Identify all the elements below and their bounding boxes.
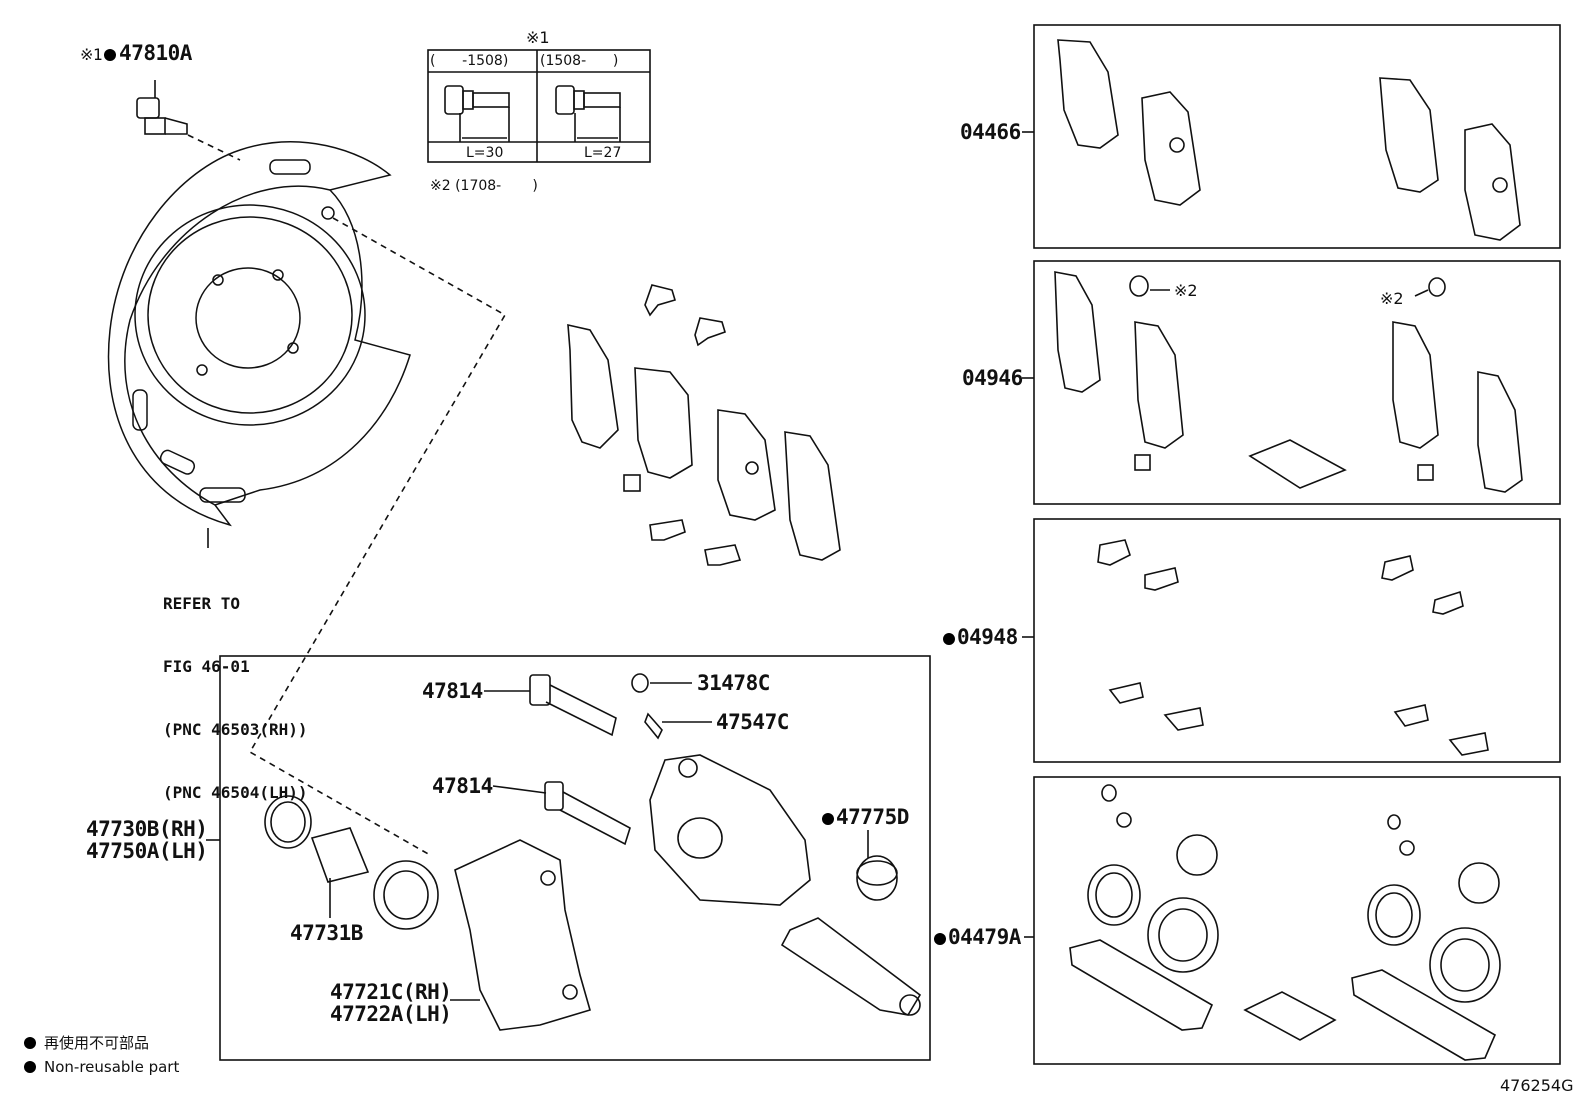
refer-block: REFER TO FIG 46-01 (PNC 46503(RH)) (PNC … bbox=[163, 551, 308, 824]
table-col1-length: L=30 bbox=[466, 145, 504, 161]
caliper-assembly-box bbox=[219, 655, 931, 1061]
kit-label-04946: 04946 bbox=[962, 366, 1023, 390]
kit-04466-drawing bbox=[1057, 39, 1521, 241]
part-label-mounting-lh: 47722A(LH) bbox=[330, 1002, 452, 1026]
legend-en: Non-reusable part bbox=[24, 1058, 179, 1076]
refer-line1: REFER TO bbox=[163, 594, 241, 613]
nonreusable-dot bbox=[934, 933, 946, 945]
part-label-47810A: ※1 47810A bbox=[80, 42, 192, 66]
legend-text: Non-reusable part bbox=[44, 1058, 180, 1076]
kit-code: 04948 bbox=[957, 625, 1018, 649]
note-2: ※2 (1708- ) bbox=[430, 178, 538, 194]
kit2-mark-right: ※2 bbox=[1380, 289, 1404, 308]
part-label-47547C: 47547C bbox=[716, 710, 789, 734]
nonreusable-dot bbox=[822, 813, 834, 825]
part-label-47775D: 47775D bbox=[822, 806, 909, 828]
part-number: 47775D bbox=[836, 805, 909, 829]
part-label-47814-lower: 47814 bbox=[432, 774, 493, 798]
kit2-mark-left: ※2 bbox=[1174, 281, 1198, 300]
part-label-caliper-lh: 47750A(LH) bbox=[86, 839, 208, 863]
table-bolt-2 bbox=[555, 85, 621, 142]
legend-dot bbox=[24, 1061, 36, 1073]
kit-04479A-drawing bbox=[1069, 784, 1501, 1061]
refer-line2: FIG 46-01 bbox=[163, 657, 250, 676]
kit-box-04946 bbox=[1033, 260, 1561, 505]
part-number: 47810A bbox=[119, 41, 192, 65]
legend-jp: 再使用不可部品 bbox=[24, 1032, 149, 1053]
center-pads-drawing bbox=[567, 284, 841, 566]
part-label-mounting-rh: 47721C(RH) bbox=[330, 980, 452, 1004]
dust-cover-drawing bbox=[107, 141, 411, 527]
caliper-parts-drawing bbox=[264, 673, 922, 1031]
part-label-47731B: 47731B bbox=[290, 921, 363, 945]
diagram-id: 476254G bbox=[1500, 1076, 1574, 1095]
part-label-47814-upper: 47814 bbox=[422, 679, 483, 703]
kit-04948-drawing bbox=[1097, 539, 1489, 756]
kit-box-04466 bbox=[1033, 24, 1561, 249]
nonreusable-dot bbox=[104, 49, 117, 61]
legend-text: 再使用不可部品 bbox=[44, 1034, 150, 1052]
kit-box-04479A bbox=[1033, 776, 1561, 1065]
bolt-prefix: ※1 bbox=[80, 45, 103, 64]
table-col2-length: L=27 bbox=[584, 145, 622, 161]
refer-line4: (PNC 46504(LH)) bbox=[163, 783, 308, 802]
bolt-47810A-drawing bbox=[136, 97, 188, 135]
part-label-caliper-rh: 47730B(RH) bbox=[86, 817, 208, 841]
refer-line3: (PNC 46503(RH)) bbox=[163, 720, 308, 739]
bolt-table bbox=[427, 49, 651, 163]
nonreusable-dot bbox=[943, 633, 955, 645]
table-col1-header: ( -1508) bbox=[430, 53, 509, 69]
part-label-31478C: 31478C bbox=[697, 671, 770, 695]
kit-box-04948 bbox=[1033, 518, 1561, 763]
note-mark-1: ※1 bbox=[526, 28, 550, 47]
kit-code: 04479A bbox=[948, 925, 1021, 949]
kit-label-04466: 04466 bbox=[960, 120, 1021, 144]
kit-label-04948: 04948 bbox=[943, 626, 1018, 648]
table-bolt-1 bbox=[444, 85, 510, 142]
legend-dot bbox=[24, 1037, 36, 1049]
kit-label-04479A: 04479A bbox=[934, 926, 1021, 948]
table-col2-header: (1508- ) bbox=[540, 53, 619, 69]
kit-04946-drawing bbox=[1054, 271, 1523, 493]
